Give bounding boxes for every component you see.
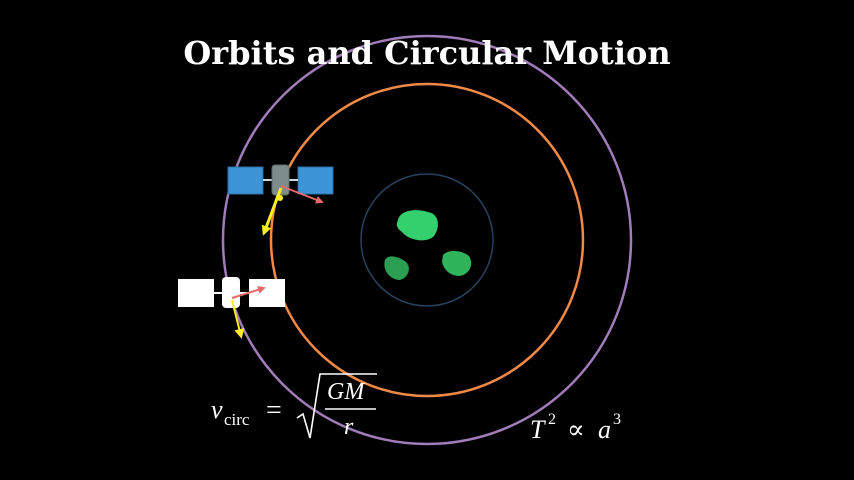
ghost-satellite-icon: [178, 277, 285, 339]
ghost-panel-left: [178, 279, 214, 307]
ghost-panel-right: [249, 279, 285, 307]
velocity-formula: v circ = GM r: [211, 373, 377, 440]
velocity-numerator: GM: [327, 379, 366, 405]
inner-orbit: [269, 82, 585, 398]
gravity-arrow: [261, 187, 283, 236]
kepler-proportional: ∝: [567, 415, 585, 444]
sqrt-sign: [296, 373, 377, 439]
satellite-center-dot: [277, 195, 283, 201]
ghost-body: [222, 277, 240, 308]
ghost-gravity-arrow: [231, 299, 245, 339]
velocity-subscript: circ: [224, 410, 250, 429]
planet-outline: [360, 173, 494, 307]
outer-orbit: [221, 34, 633, 446]
satellite-icon: [227, 164, 334, 236]
kepler-t: T: [530, 415, 546, 444]
page-title: Orbits and Circular Motion: [183, 34, 671, 72]
velocity-equals: =: [266, 395, 282, 426]
continent-small-right: [442, 250, 472, 276]
planet-icon: [360, 173, 494, 307]
satellite-panel-left: [227, 166, 264, 195]
satellite-panel-right: [297, 166, 334, 195]
velocity-arrow: [280, 185, 324, 204]
continent-large: [396, 210, 438, 241]
continent-small-left: [384, 256, 409, 280]
kepler-a: a: [598, 415, 611, 444]
kepler-formula: T 2 ∝ a 3: [530, 411, 621, 444]
kepler-t-exponent: 2: [548, 411, 556, 428]
kepler-a-exponent: 3: [613, 411, 621, 428]
velocity-symbol: v: [211, 395, 223, 424]
velocity-denominator: r: [344, 414, 354, 440]
ghost-velocity-arrow: [231, 285, 266, 299]
